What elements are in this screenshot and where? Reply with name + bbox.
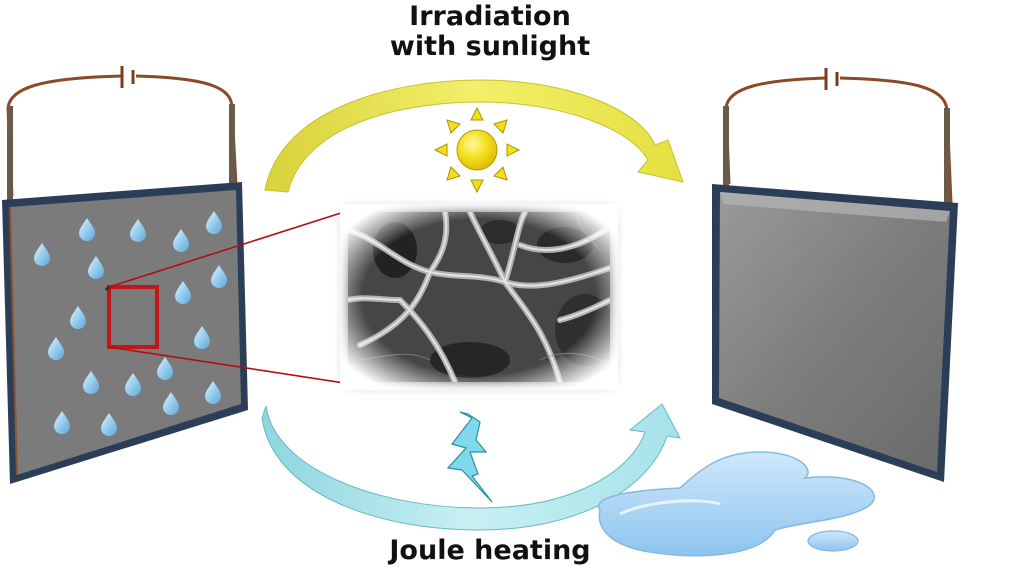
right-electrode-right <box>944 108 950 206</box>
right-electrode-left <box>723 106 729 188</box>
sunlight-arrow <box>264 79 684 193</box>
left-heater-panel <box>2 66 248 484</box>
sun-icon <box>433 106 521 194</box>
joule-heating-arrow <box>261 403 681 531</box>
left-electrode-left <box>7 106 13 200</box>
zoom-region-box <box>107 285 159 349</box>
right-panel-surface <box>719 192 950 472</box>
battery-icon <box>824 68 839 90</box>
battery-icon <box>120 66 135 88</box>
left-circuit-wire <box>6 74 238 197</box>
irradiation-label-line1: Irradiation <box>409 1 571 32</box>
sem-micrograph-inset <box>340 204 618 390</box>
irradiation-label-line2: with sunlight <box>389 31 591 63</box>
joule-heating-label: Joule heating <box>389 535 591 566</box>
left-panel-surface <box>10 190 241 475</box>
zoom-connector-lines <box>108 211 345 384</box>
right-heater-panel <box>712 68 958 482</box>
left-electrode-right <box>229 104 235 188</box>
lightning-icon <box>446 411 493 503</box>
right-circuit-wire <box>724 76 953 204</box>
water-puddle-icon <box>597 451 876 557</box>
irradiation-label: Irradiation with sunlight <box>330 1 650 63</box>
